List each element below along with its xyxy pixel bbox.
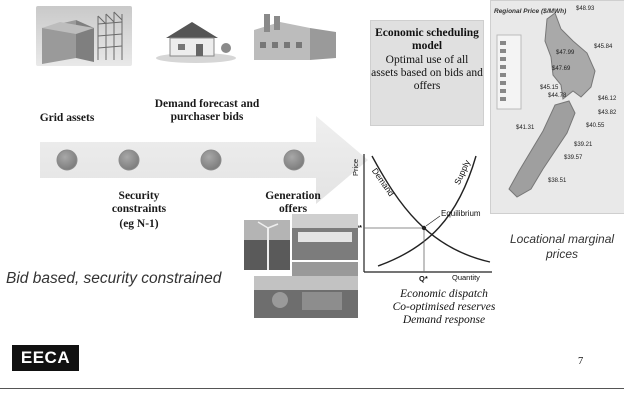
process-dot-security <box>118 149 140 171</box>
process-arrow <box>40 116 368 204</box>
co-optimised-reserves-text: Co-optimised reserves <box>392 301 496 313</box>
locational-marginal-prices-caption: Locational marginal prices <box>509 232 615 261</box>
model-description: Optimal use of all assets based on bids … <box>371 54 483 92</box>
map-price: $43.82 <box>598 110 617 116</box>
map-price: $38.51 <box>548 178 567 184</box>
equilibrium-label: Equilibrium <box>441 209 481 218</box>
generation-offers-label: Generation offers <box>265 190 321 215</box>
map-price: $45.15 <box>540 85 559 91</box>
dispatch-caption: Economic dispatch Co-optimised reserves … <box>378 288 510 327</box>
equilibrium-pointer <box>425 215 441 227</box>
footer-divider <box>0 388 624 389</box>
equilibrium-point <box>421 225 427 231</box>
q-star-label: Q* <box>419 274 428 283</box>
bid-based-caption: Bid based, security constrained <box>6 270 222 287</box>
page-number: 7 <box>578 356 584 367</box>
map-title: Regional Price ($/MWh) <box>494 8 567 15</box>
generation-factory-illustration <box>250 12 342 64</box>
demand-forecast-label: Demand forecast and purchaser bids <box>154 98 260 123</box>
map-price: $41.31 <box>516 125 535 131</box>
map-price: $47.99 <box>556 50 575 56</box>
security-constraints-label: Security constraints (eg N-1) <box>96 190 182 231</box>
grid-assets-label: Grid assets <box>39 112 95 124</box>
economic-dispatch-text: Economic dispatch <box>400 288 488 300</box>
model-title: Economic scheduling model <box>375 27 479 52</box>
process-dot-demand <box>200 149 222 171</box>
security-constraints-text: Security constraints <box>111 190 167 215</box>
eeca-logo: EECA <box>12 345 79 371</box>
map-price: $40.55 <box>586 123 605 129</box>
economic-scheduling-model-box: Economic scheduling model Optimal use of… <box>370 20 484 126</box>
y-axis-label: Price <box>351 158 360 176</box>
x-axis-label: Quantity <box>452 273 480 282</box>
security-constraints-example: (eg N-1) <box>119 218 159 230</box>
process-dot-generation <box>283 149 305 171</box>
map-price: $46.12 <box>598 96 617 102</box>
map-price: $44.78 <box>548 93 567 99</box>
map-price: $39.21 <box>574 142 593 148</box>
demand-response-text: Demand response <box>402 314 486 326</box>
map-price: $45.84 <box>594 44 613 50</box>
logo-text: EECA <box>20 348 71 367</box>
map-price: $47.69 <box>552 66 571 72</box>
grid-assets-illustration <box>36 6 132 66</box>
demand-house-illustration <box>156 14 238 64</box>
supply-curve <box>377 155 477 267</box>
supply-demand-chart <box>363 154 492 273</box>
demand-curve <box>371 155 491 263</box>
map-price: $48.93 <box>576 6 595 12</box>
map-price: $39.57 <box>564 155 583 161</box>
process-dot-grid <box>56 149 78 171</box>
regional-price-map <box>490 0 624 214</box>
generation-photos-collage <box>244 214 358 318</box>
